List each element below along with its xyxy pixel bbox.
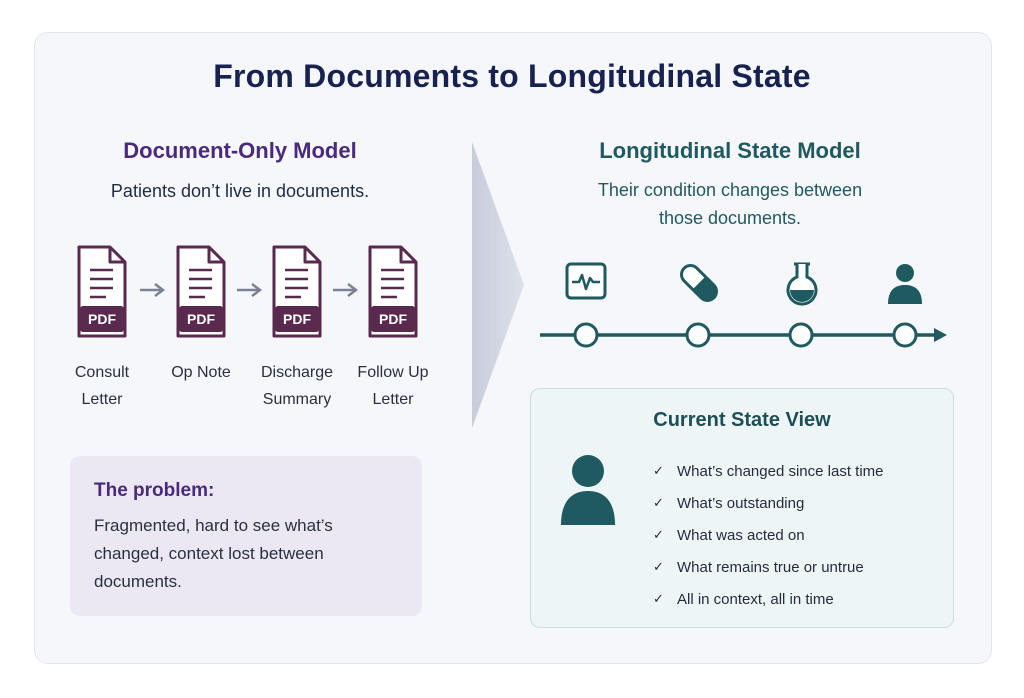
checklist-item: ✓ All in context, all in time: [653, 583, 884, 615]
document-only-model-subheading: Patients don’t live in documents.: [110, 181, 370, 201]
checkmark-icon: ✓: [653, 559, 664, 574]
checklist-item-text: All in context, all in time: [677, 590, 834, 608]
problem-text: Fragmented, hard to see what’s changed, …: [94, 516, 333, 591]
arrow-right-icon: [235, 282, 263, 298]
document-label-follow-up-letter: Follow Up Letter: [338, 359, 448, 413]
current-state-title: Current State View: [653, 409, 831, 431]
current-state-view-box: Current State View ✓ What’s changed since…: [530, 388, 954, 628]
checkmark-icon: ✓: [653, 463, 664, 478]
heart-monitor-icon: [563, 260, 609, 306]
checklist-item: ✓ What’s outstanding: [653, 487, 884, 519]
timeline-node: [685, 322, 711, 348]
transition-chevron-icon: [470, 140, 526, 430]
checkmark-icon: ✓: [653, 591, 664, 606]
pdf-document-icon: PDF: [271, 244, 323, 340]
checklist-item: ✓ What remains true or untrue: [653, 551, 884, 583]
pdf-badge: PDF: [187, 311, 215, 327]
pdf-document-icon: PDF: [175, 244, 227, 340]
document-label-discharge-summary: Discharge Summary: [242, 359, 352, 413]
subheading-line: Their condition changes between: [597, 180, 863, 200]
pdf-badge: PDF: [379, 311, 407, 327]
problem-title: The problem:: [94, 480, 215, 501]
main-title: From Documents to Longitudinal State: [213, 58, 811, 94]
arrow-right-icon: [331, 282, 359, 298]
checklist-item: ✓ What was acted on: [653, 519, 884, 551]
timeline-node: [788, 322, 814, 348]
problem-box: The problem: Fragmented, hard to see wha…: [70, 456, 422, 616]
timeline-node: [573, 322, 599, 348]
person-icon: [882, 260, 928, 306]
subheading-line: those documents.: [658, 208, 802, 228]
patient-avatar-icon: [559, 453, 617, 527]
document-label-line: Follow Up: [357, 364, 429, 381]
current-state-checklist: ✓ What’s changed since last time ✓ What’s …: [653, 455, 884, 615]
checkmark-icon: ✓: [653, 527, 664, 542]
checklist-item-text: What’s outstanding: [677, 494, 805, 512]
pdf-badge: PDF: [283, 311, 311, 327]
document-label-line: Letter: [372, 391, 414, 408]
longitudinal-state-model-subheading: Their condition changes between those do…: [560, 176, 900, 232]
document-label-consult-letter: Consult Letter: [47, 359, 157, 413]
document-label-line: Op Note: [171, 364, 231, 381]
document-label-line: Consult: [74, 364, 130, 381]
document-label-line: Letter: [81, 391, 123, 408]
document-label-line: Summary: [262, 391, 332, 408]
timeline-arrow: [536, 318, 952, 352]
pill-capsule-icon: [676, 260, 722, 306]
longitudinal-state-model-heading: Longitudinal State Model: [599, 138, 861, 163]
timeline-node: [892, 322, 918, 348]
checklist-item-text: What’s changed since last time: [677, 462, 884, 480]
document-label-op-note: Op Note: [146, 359, 256, 386]
checklist-item: ✓ What’s changed since last time: [653, 455, 884, 487]
document-label-line: Discharge: [260, 364, 334, 381]
checklist-item-text: What remains true or untrue: [677, 558, 864, 576]
checkmark-icon: ✓: [653, 495, 664, 510]
document-only-model-heading: Document-Only Model: [123, 138, 357, 163]
arrow-right-icon: [138, 282, 166, 298]
pdf-document-icon: PDF: [367, 244, 419, 340]
pdf-badge: PDF: [88, 311, 116, 327]
pdf-document-icon: PDF: [76, 244, 128, 340]
checklist-item-text: What was acted on: [677, 526, 805, 544]
lab-flask-icon: [779, 260, 825, 306]
